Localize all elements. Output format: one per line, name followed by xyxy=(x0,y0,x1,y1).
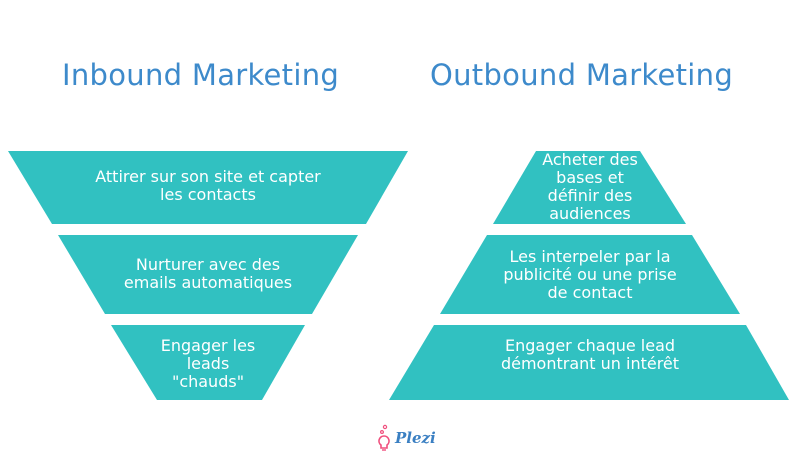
inbound-stage-3 xyxy=(111,325,305,400)
outbound-title: Outbound Marketing xyxy=(430,58,734,92)
outbound-stage-3 xyxy=(389,325,789,400)
logo-text: Plezi xyxy=(395,429,436,447)
plezi-logo: Plezi xyxy=(376,424,436,452)
lightbulb-icon xyxy=(378,424,390,451)
outbound-stage-2 xyxy=(440,235,740,314)
inbound-stage-2 xyxy=(58,235,358,314)
inbound-stage-3-label: Engager les leads "chauds" xyxy=(160,336,256,391)
outbound-stage-2-label: Les interpeler par la publicité ou une p… xyxy=(503,247,677,302)
inbound-stage-1-label: Attirer sur son site et capter les conta… xyxy=(95,167,321,204)
outbound-stage-3-label: Engager chaque lead démontrant un intérê… xyxy=(500,336,680,373)
inbound-stage-1 xyxy=(8,151,408,224)
outbound-stage-1 xyxy=(493,151,686,224)
inbound-stage-2-label: Nurturer avec des emails automatiques xyxy=(123,255,293,292)
inbound-title: Inbound Marketing xyxy=(62,58,340,92)
outbound-stage-1-label: Acheter des bases et définir des audienc… xyxy=(542,150,638,223)
